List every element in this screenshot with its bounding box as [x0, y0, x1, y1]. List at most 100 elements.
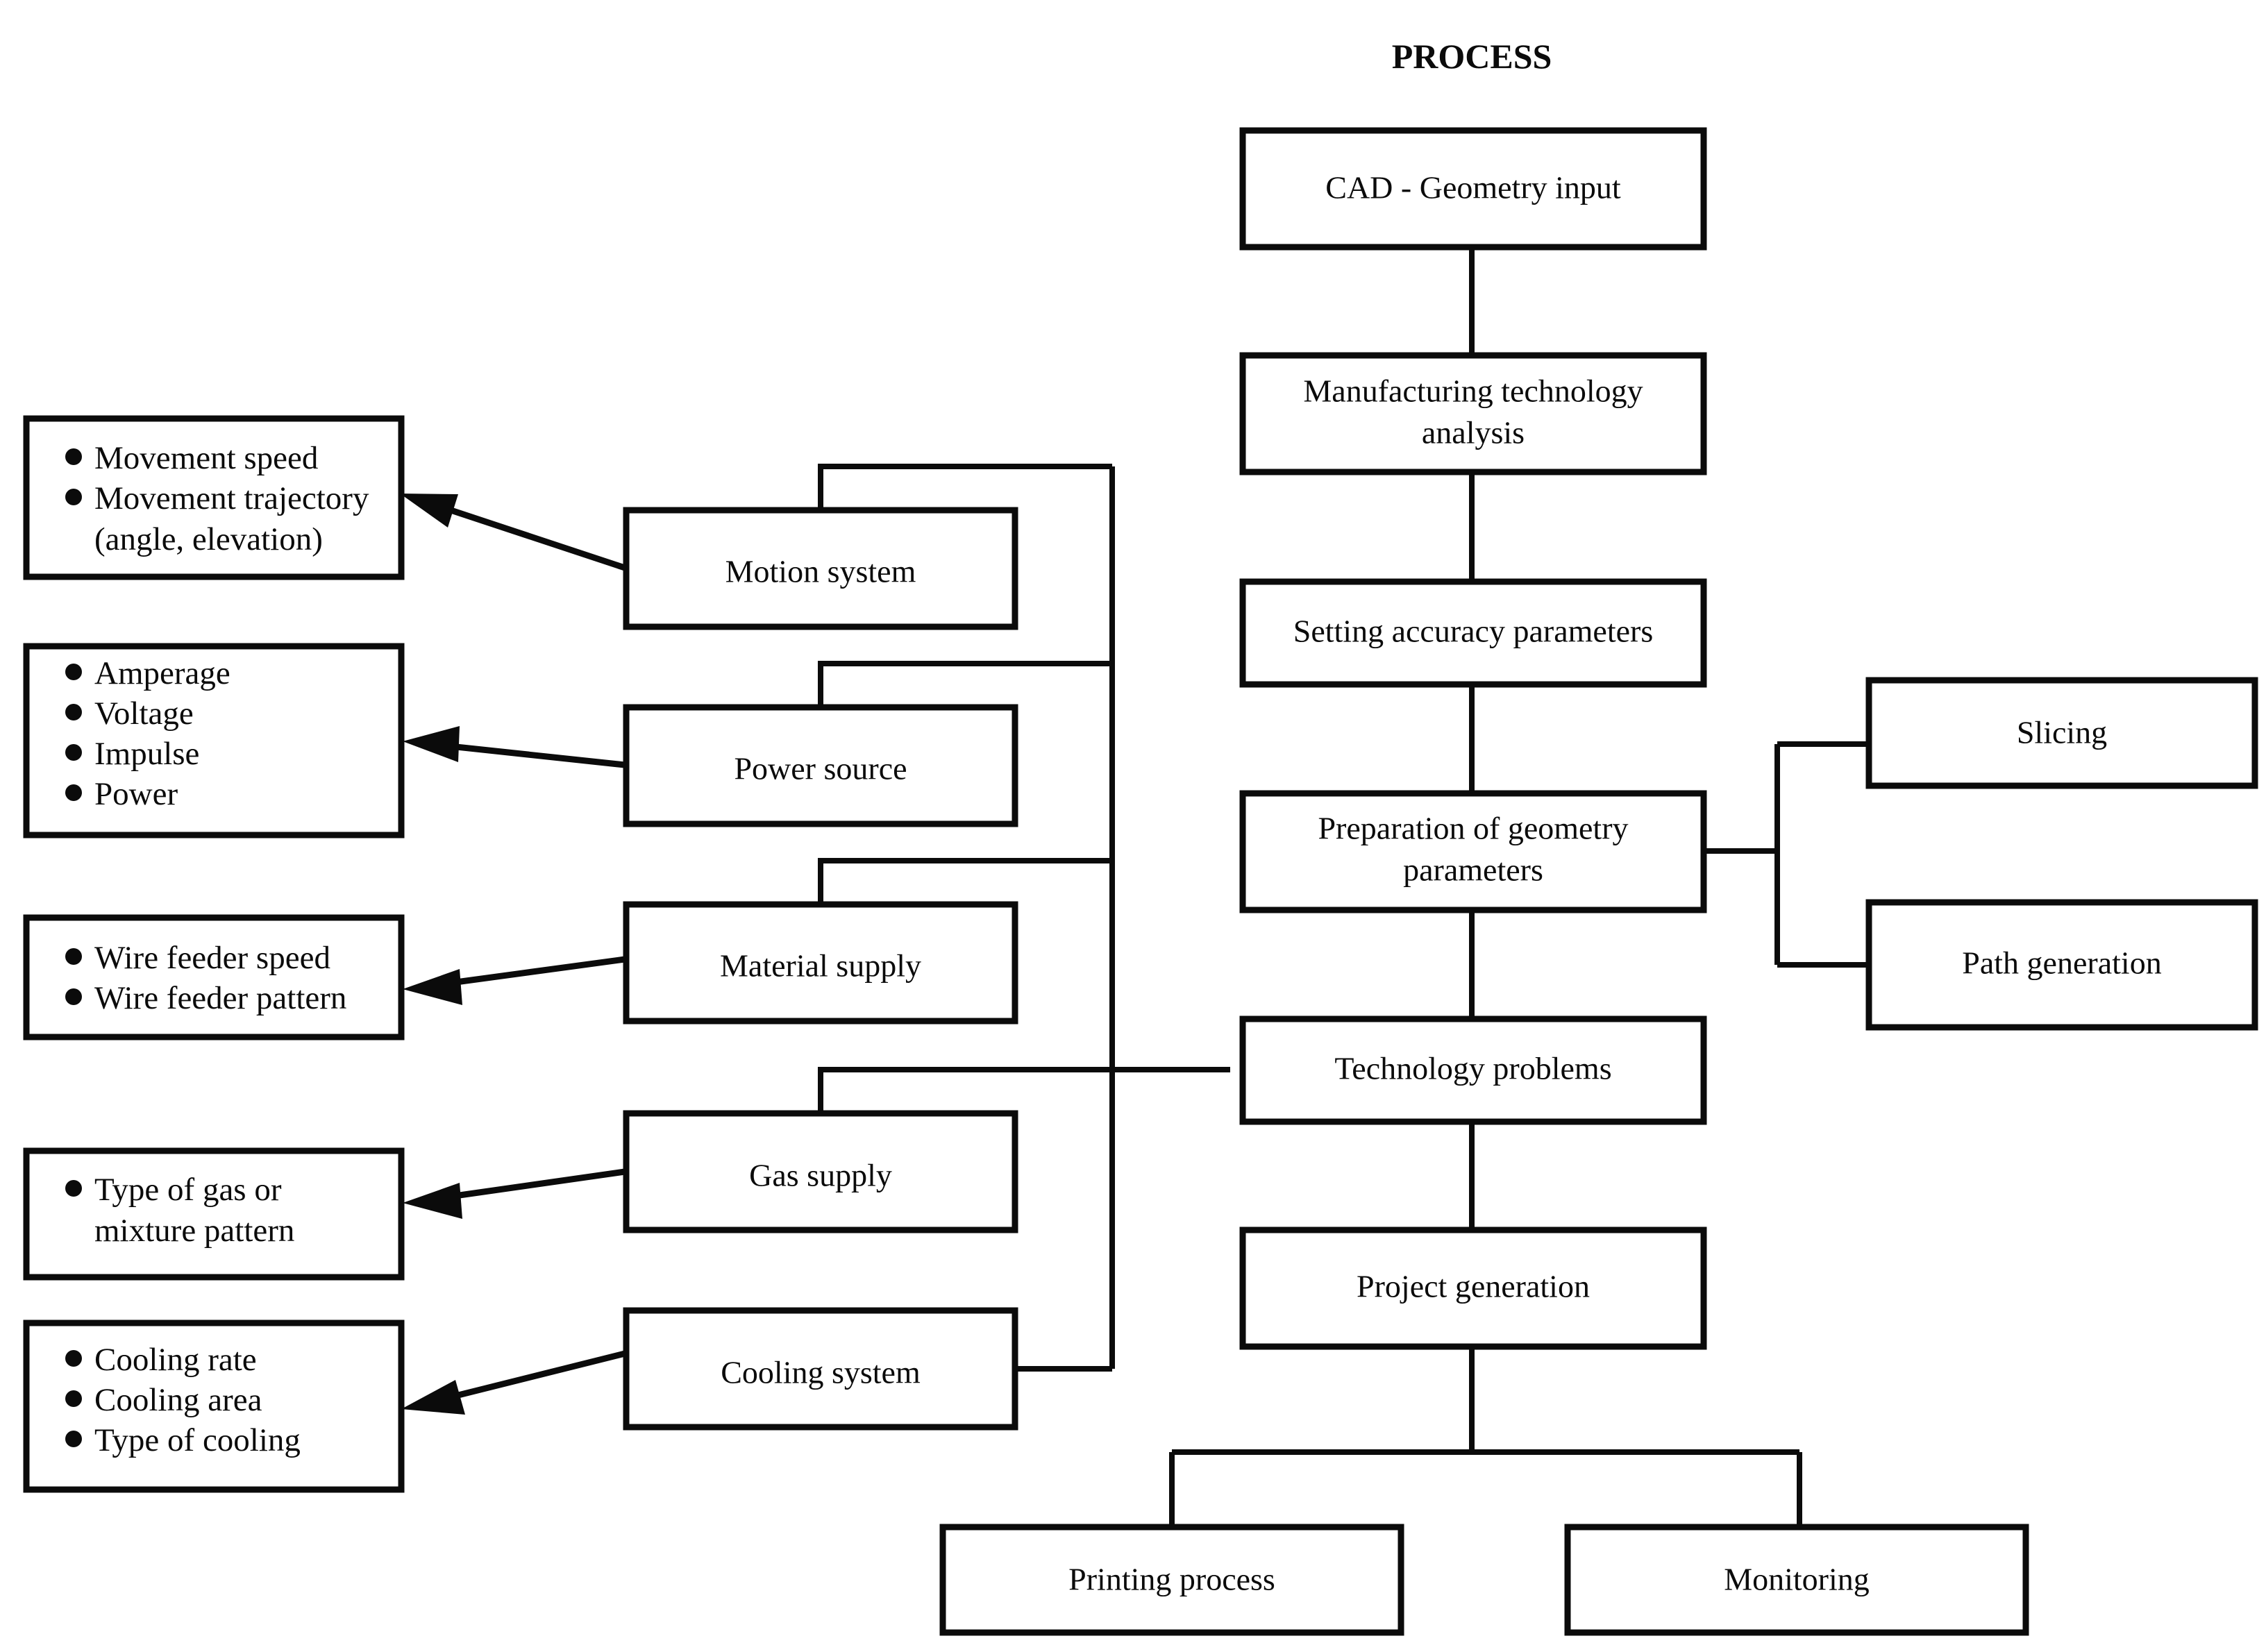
subsystem-cooling-system[interactable]: Cooling system: [623, 1307, 1018, 1431]
subsystem-bus-connectors: [818, 464, 1230, 1372]
subsystem-material-supply[interactable]: Material supply: [623, 901, 1018, 1025]
bullet-dot-icon: [65, 664, 82, 680]
bullet-dot-icon: [65, 489, 82, 505]
node-label-preparation-geometry-line2: parameters: [1403, 852, 1543, 888]
node-box-gas-parameters[interactable]: [23, 1147, 405, 1281]
diagram-title: PROCESS: [1392, 37, 1552, 76]
parameter-text: Cooling rate: [94, 1342, 257, 1378]
parameter-text: Movement trajectory: [94, 480, 369, 516]
arrow-line-material: [430, 956, 626, 989]
connector-motion-system-to-bus: [818, 464, 1112, 510]
parameter-box-material[interactable]: Wire feeder speed Wire feeder pattern: [23, 914, 405, 1040]
parameter-box-power[interactable]: Amperage Voltage Impulse Power: [23, 643, 405, 838]
node-box-setting-accuracy[interactable]: [1239, 578, 1707, 688]
process-step-technology-problems[interactable]: Technology problems: [1239, 1015, 1707, 1125]
node-box-cooling-system[interactable]: [623, 1307, 1018, 1431]
node-label-slicing: Slicing: [2017, 715, 2107, 750]
node-label-cad: CAD - Geometry input: [1325, 170, 1621, 205]
process-step-project-generation[interactable]: Project generation: [1239, 1227, 1707, 1350]
node-label-cooling-system: Cooling system: [721, 1355, 921, 1390]
parameter-text: (angle, elevation): [94, 521, 323, 557]
node-box-slicing[interactable]: [1865, 677, 2258, 789]
node-box-power-source[interactable]: [623, 704, 1018, 827]
arrow-line-cooling: [429, 1350, 626, 1406]
arrow-line-motion: [422, 498, 626, 571]
node-box-technology-problems[interactable]: [1239, 1015, 1707, 1125]
node-box-cooling-parameters[interactable]: [23, 1320, 405, 1493]
node-label-manufacturing-analysis-line2: analysis: [1422, 415, 1525, 450]
parameter-text: mixture pattern: [94, 1213, 294, 1249]
parameter-box-gas[interactable]: Type of gas or mixture pattern: [23, 1147, 405, 1281]
parameter-text: Type of gas or: [94, 1172, 282, 1208]
node-box-power-parameters[interactable]: [23, 643, 405, 838]
arrow-head-cooling: [401, 1380, 465, 1415]
node-box-motion-parameters[interactable]: [23, 415, 405, 580]
node-box-gas-supply[interactable]: [623, 1110, 1018, 1233]
process-output-printing[interactable]: Printing process: [939, 1524, 1404, 1636]
connector-gas-supply-to-bus: [818, 1067, 1112, 1113]
process-step-manufacturing-analysis[interactable]: Manufacturing technology analysis: [1239, 352, 1707, 475]
node-label-material-supply: Material supply: [720, 948, 921, 984]
parameter-arrows: [400, 494, 626, 1415]
bullet-dot-icon: [65, 948, 82, 965]
arrow-head-material: [403, 969, 462, 1005]
node-box-monitoring[interactable]: [1564, 1524, 2029, 1636]
node-box-path-generation[interactable]: [1865, 899, 2258, 1031]
node-label-setting-accuracy: Setting accuracy parameters: [1293, 614, 1654, 649]
process-output-monitoring[interactable]: Monitoring: [1564, 1524, 2029, 1636]
parameter-text: Amperage: [94, 655, 230, 691]
process-step-setting-accuracy[interactable]: Setting accuracy parameters: [1239, 578, 1707, 688]
bullet-dot-icon: [65, 448, 82, 465]
node-label-project-generation: Project generation: [1357, 1269, 1590, 1304]
node-label-path-generation: Path generation: [1962, 945, 2161, 981]
subsystem-motion-system[interactable]: Motion system: [623, 507, 1018, 630]
node-label-monitoring: Monitoring: [1724, 1562, 1870, 1597]
parameter-text: Wire feeder speed: [94, 940, 330, 976]
parameter-text: Movement speed: [94, 440, 318, 476]
bullet-dot-icon: [65, 1390, 82, 1407]
process-step-cad[interactable]: CAD - Geometry input: [1239, 127, 1707, 251]
bullet-dot-icon: [65, 1431, 82, 1447]
node-label-technology-problems: Technology problems: [1334, 1051, 1611, 1086]
bullet-dot-icon: [65, 744, 82, 761]
node-box-printing-process[interactable]: [939, 1524, 1404, 1636]
node-box-project-generation[interactable]: [1239, 1227, 1707, 1350]
node-label-gas-supply: Gas supply: [749, 1158, 892, 1193]
geometry-branch-connectors: [1702, 741, 1869, 968]
node-box-material-supply[interactable]: [623, 901, 1018, 1025]
process-column-connectors: [1169, 246, 1802, 1527]
node-label-manufacturing-analysis-line1: Manufacturing technology: [1303, 373, 1643, 409]
geometry-branch-slicing[interactable]: Slicing: [1865, 677, 2258, 789]
connector-material-supply-to-bus: [818, 858, 1112, 904]
node-box-preparation-geometry[interactable]: [1239, 790, 1707, 913]
node-box-manufacturing-analysis[interactable]: [1239, 352, 1707, 475]
arrow-head-motion: [400, 494, 458, 528]
parameter-box-cooling[interactable]: Cooling rate Cooling area Type of coolin…: [23, 1320, 405, 1493]
parameter-text: Voltage: [94, 696, 194, 732]
bullet-dot-icon: [65, 988, 82, 1005]
bullet-dot-icon: [65, 1350, 82, 1367]
parameter-text: Impulse: [94, 736, 199, 772]
node-box-material-parameters[interactable]: [23, 914, 405, 1040]
process-step-preparation-geometry[interactable]: Preparation of geometry parameters: [1239, 790, 1707, 913]
subsystem-gas-supply[interactable]: Gas supply: [623, 1110, 1018, 1233]
arrow-head-power: [403, 726, 460, 762]
parameter-text: Type of cooling: [94, 1422, 301, 1458]
arrow-head-gas: [403, 1183, 462, 1219]
node-label-printing-process: Printing process: [1068, 1562, 1275, 1597]
node-box-cad[interactable]: [1239, 127, 1707, 251]
arrow-line-gas: [430, 1168, 626, 1203]
node-label-preparation-geometry-line1: Preparation of geometry: [1318, 811, 1628, 846]
geometry-branch-path-generation[interactable]: Path generation: [1865, 899, 2258, 1031]
parameter-text: Wire feeder pattern: [94, 980, 346, 1016]
bullet-dot-icon: [65, 1180, 82, 1197]
node-box-motion-system[interactable]: [623, 507, 1018, 630]
bullet-dot-icon: [65, 704, 82, 720]
parameter-box-motion[interactable]: Movement speed Movement trajectory (angl…: [23, 415, 405, 580]
node-label-motion-system: Motion system: [725, 554, 916, 589]
parameter-text: Power: [94, 776, 178, 812]
subsystem-power-source[interactable]: Power source: [623, 704, 1018, 827]
node-label-power-source: Power source: [734, 751, 907, 786]
